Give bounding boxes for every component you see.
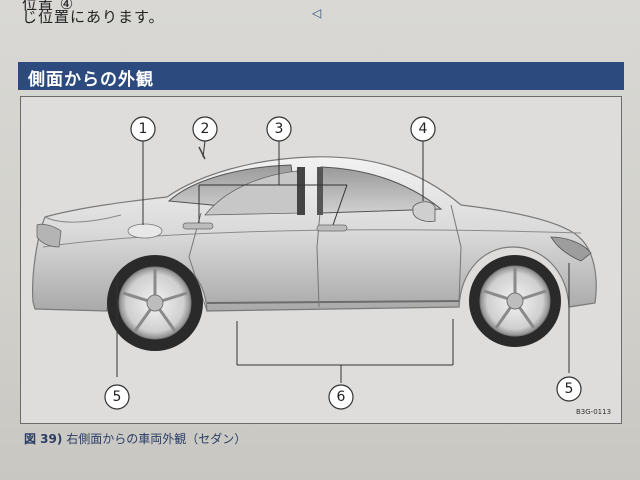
side-windows [167, 164, 443, 216]
callout-2-label: 2 [201, 121, 210, 137]
callout-6-label: 6 [337, 389, 346, 405]
rear-light [36, 223, 62, 248]
figure-caption: 図 39) 右側面からの車両外観（セダン） [24, 430, 246, 447]
figure-code: B3G-0113 [576, 408, 612, 416]
section-title: 側面からの外観 [28, 70, 154, 90]
callout-6: 6 [328, 384, 354, 410]
callout-1: 1 [130, 116, 156, 142]
callout-5-front-label: 5 [565, 381, 574, 397]
door-handle-rear [316, 224, 348, 232]
callout-5-rear-label: 5 [113, 389, 122, 405]
leader-lines [116, 140, 570, 383]
section-header: 側面からの外観 [18, 62, 624, 90]
headlight [550, 236, 592, 262]
door-handle-front [182, 222, 214, 230]
callout-4-label: 4 [419, 121, 428, 137]
fuel-flap [127, 223, 163, 239]
callout-2: 2 [192, 116, 218, 142]
back-arrow-icon: ◁ [312, 6, 322, 20]
previous-text-line: 位置 ④ [22, 0, 75, 13]
car-body [32, 156, 597, 312]
caption-text: 右側面からの車両外観（セダン） [66, 432, 247, 446]
previous-text-continuation: じ位置にあります。 [22, 8, 165, 26]
callout-3: 3 [266, 116, 292, 142]
callout-4: 4 [410, 116, 436, 142]
callout-5-rear: 5 [104, 384, 130, 410]
callout-5-front: 5 [556, 376, 582, 402]
rear-wheel [107, 255, 203, 351]
car-side-illustration: 1 2 3 4 5 6 5 [32, 116, 597, 410]
roof-antenna [198, 146, 206, 160]
front-wheel [469, 255, 561, 347]
callout-1-label: 1 [139, 121, 148, 137]
callout-3-label: 3 [275, 121, 284, 137]
side-mirror [412, 201, 436, 222]
caption-label: 図 39) [24, 432, 63, 446]
figure-box: 1 2 3 4 5 6 5 [20, 96, 622, 424]
